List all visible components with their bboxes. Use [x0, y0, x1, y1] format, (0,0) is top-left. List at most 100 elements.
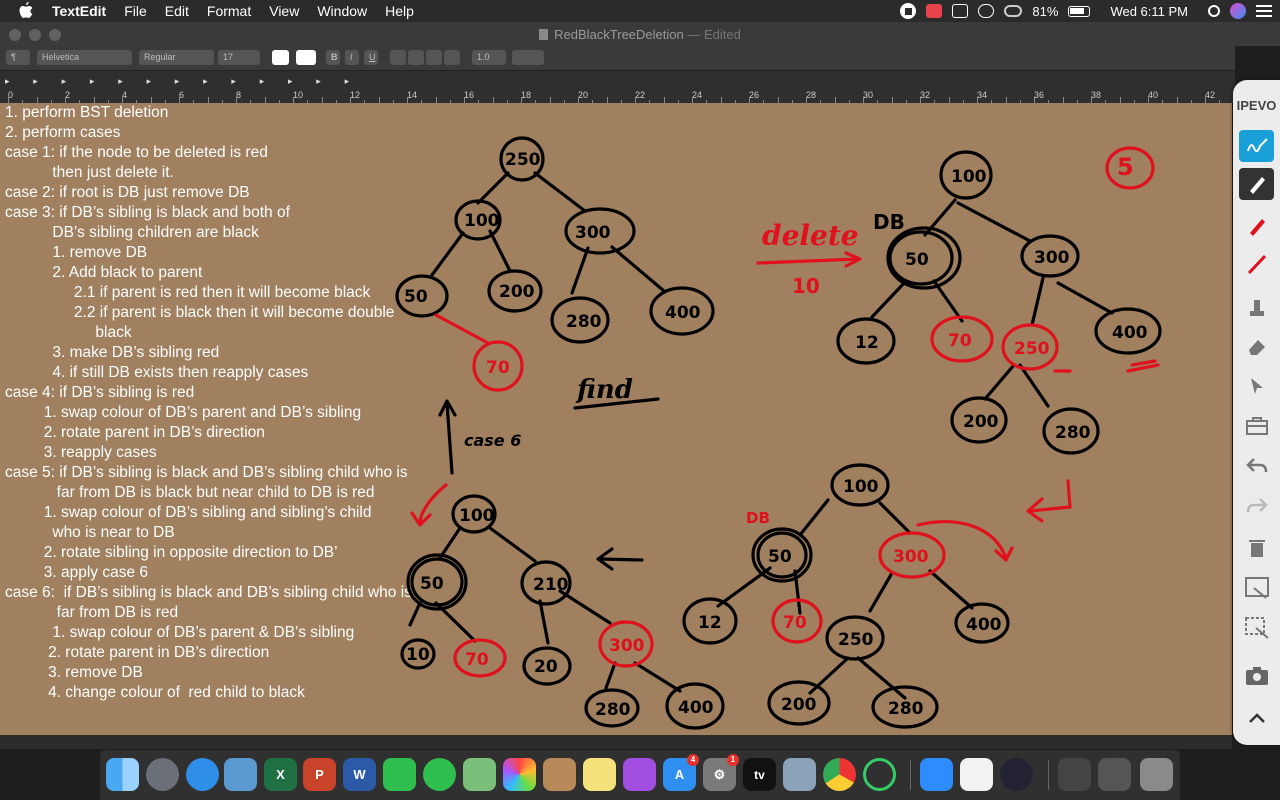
- align-right-button[interactable]: [426, 50, 442, 65]
- menu-view[interactable]: View: [269, 3, 300, 19]
- red-pen-icon[interactable]: [1239, 210, 1274, 242]
- line-spacing-select[interactable]: 1.0: [472, 50, 506, 65]
- dock-word-icon[interactable]: W: [343, 758, 376, 791]
- dock-messages-icon[interactable]: [423, 758, 456, 791]
- camera-status-icon[interactable]: [978, 4, 995, 18]
- pen-icon[interactable]: [1239, 168, 1274, 200]
- align-center-button[interactable]: [408, 50, 424, 65]
- camera-icon[interactable]: [1239, 660, 1274, 692]
- document-line[interactable]: case 2: if root is DB just remove DB: [5, 184, 250, 201]
- dock-safari-icon[interactable]: [186, 758, 219, 791]
- document-line[interactable]: 4. change colour of red child to black: [5, 684, 305, 701]
- dock-utility-icon[interactable]: [1098, 758, 1131, 791]
- dock-contacts-icon[interactable]: [543, 758, 576, 791]
- document-line[interactable]: 1. swap colour of DB’s parent and DB’s s…: [5, 404, 362, 421]
- dock-launchpad-icon[interactable]: [146, 758, 179, 791]
- menu-format[interactable]: Format: [206, 3, 252, 19]
- document-line[interactable]: 1. swap colour of DB’s parent & DB’s sib…: [5, 624, 355, 641]
- dock-finder-icon[interactable]: [106, 758, 139, 791]
- document-line[interactable]: 2. perform cases: [5, 124, 121, 141]
- tab-stop-icon[interactable]: ▸: [231, 76, 236, 86]
- tab-stop-icon[interactable]: ▸: [288, 76, 293, 86]
- document-line[interactable]: 2.1 if parent is red then it will become…: [5, 284, 371, 301]
- bold-button[interactable]: B: [326, 50, 340, 65]
- menu-help[interactable]: Help: [385, 3, 414, 19]
- dock-podcasts-icon[interactable]: [623, 758, 656, 791]
- tab-stop-icon[interactable]: ▸: [259, 76, 265, 86]
- spotlight-search-icon[interactable]: [1208, 5, 1220, 17]
- close-window-button[interactable]: [9, 29, 21, 41]
- dock-excel-icon[interactable]: X: [264, 758, 297, 791]
- dock-quicktime-icon[interactable]: [1000, 758, 1033, 791]
- dock-facetime-icon[interactable]: [383, 758, 416, 791]
- horizontal-scrollbar[interactable]: [0, 735, 1232, 749]
- document-line[interactable]: far from DB is red: [5, 604, 179, 621]
- document-line[interactable]: case 3: if DB’s sibling is black and bot…: [5, 204, 290, 221]
- document-line[interactable]: 2.2 if parent is black then it will beco…: [5, 304, 395, 321]
- document-line[interactable]: case 1: if the node to be deleted is red: [5, 144, 268, 161]
- tab-stop-icon[interactable]: ▸: [174, 76, 180, 86]
- tab-stop-icon[interactable]: ▸: [33, 76, 38, 86]
- red-marker-icon[interactable]: [1239, 248, 1274, 280]
- trash-icon[interactable]: [1239, 532, 1274, 564]
- zoom-window-button[interactable]: [49, 29, 61, 41]
- eraser-icon[interactable]: [1239, 330, 1274, 362]
- tab-stop-icon[interactable]: ▸: [89, 76, 95, 86]
- annotation-toggle-icon[interactable]: [1239, 130, 1274, 162]
- list-style-select[interactable]: [512, 50, 544, 65]
- undo-icon[interactable]: [1239, 450, 1274, 482]
- dock-maps-icon[interactable]: [463, 758, 496, 791]
- redo-icon[interactable]: [1239, 490, 1274, 522]
- tab-stop-icon[interactable]: ▸: [344, 76, 350, 86]
- dock-chrome-icon[interactable]: [823, 758, 856, 791]
- document-line[interactable]: 2. rotate parent in DB’s direction: [5, 424, 265, 441]
- dock-image-capture-icon[interactable]: [783, 758, 816, 791]
- dock-tv-icon[interactable]: tv: [743, 758, 776, 791]
- document-line[interactable]: 2. rotate parent in DB’s direction: [5, 644, 270, 661]
- screen-annotate-icon[interactable]: [926, 4, 943, 18]
- document-line[interactable]: DB’s sibling children are black: [5, 224, 259, 241]
- italic-button[interactable]: I: [345, 50, 359, 65]
- dock-system-preferences-icon[interactable]: ⚙1: [703, 754, 739, 791]
- notification-center-icon[interactable]: [1256, 5, 1272, 17]
- document-line[interactable]: 2. Add black to parent: [5, 264, 203, 281]
- align-justify-button[interactable]: [444, 50, 460, 65]
- document-line[interactable]: 3. apply case 6: [5, 564, 149, 581]
- creative-cloud-icon[interactable]: [1004, 5, 1023, 17]
- snapshot-crop-icon[interactable]: [1239, 612, 1274, 644]
- text-color-well[interactable]: [272, 50, 289, 65]
- menu-edit[interactable]: Edit: [164, 3, 189, 19]
- tab-stop-icon[interactable]: ▸: [5, 76, 10, 86]
- tab-stop-icon[interactable]: ▸: [203, 76, 208, 86]
- dock-trash-icon[interactable]: [1140, 758, 1173, 791]
- document-line[interactable]: 4. if still DB exists then reapply cases: [5, 364, 309, 381]
- dock-zoom-icon[interactable]: [920, 758, 953, 791]
- document-line[interactable]: 2. rotate sibling in opposite direction …: [5, 544, 338, 561]
- dock-notes-icon[interactable]: [583, 758, 616, 791]
- record-stop-icon[interactable]: [900, 3, 917, 19]
- document-line[interactable]: case 4: if DB’s sibling is red: [5, 384, 195, 401]
- dock-preview-icon[interactable]: [224, 758, 257, 791]
- document-line[interactable]: far from DB is black but near child to D…: [5, 484, 375, 501]
- font-style-select[interactable]: Regular: [139, 50, 214, 65]
- document-line[interactable]: black: [5, 324, 132, 341]
- dock-textedit-icon[interactable]: [960, 758, 993, 791]
- snapshot-area-icon[interactable]: [1239, 572, 1274, 604]
- menu-file[interactable]: File: [124, 3, 147, 19]
- battery-icon[interactable]: [1068, 5, 1091, 17]
- document-line[interactable]: then just delete it.: [5, 164, 174, 181]
- dock-photos-icon[interactable]: [503, 758, 536, 791]
- toolbox-icon[interactable]: [1239, 410, 1274, 442]
- tab-stop-icon[interactable]: ▸: [118, 76, 123, 86]
- font-size-select[interactable]: 17: [218, 50, 260, 65]
- collapse-icon[interactable]: [1239, 702, 1274, 734]
- font-family-select[interactable]: Helvetica: [37, 50, 132, 65]
- document-line[interactable]: 3. make DB’s sibling red: [5, 344, 220, 361]
- document-line[interactable]: 3. reapply cases: [5, 444, 157, 461]
- tab-stop-icon[interactable]: ▸: [316, 76, 321, 86]
- dock-powerpoint-icon[interactable]: P: [303, 758, 336, 791]
- document-line[interactable]: who is near to DB: [5, 524, 175, 541]
